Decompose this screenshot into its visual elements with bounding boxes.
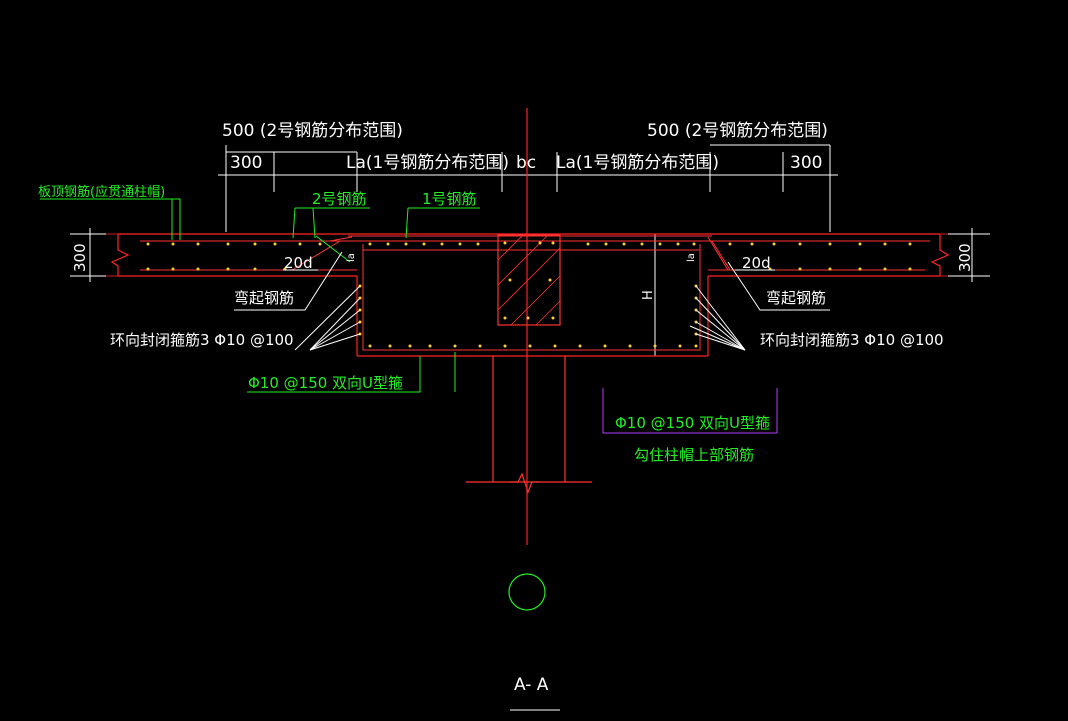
label-h: H xyxy=(641,290,656,300)
thickness-right: 300 xyxy=(956,243,974,272)
label-20d-left: 20d xyxy=(284,254,313,272)
dimension-lines xyxy=(70,144,990,711)
label-slab-top-rebar: 板顶钢筋(应贯通柱帽) xyxy=(38,184,165,200)
axis-bubble xyxy=(508,573,546,611)
dim-bc: bc xyxy=(516,153,536,173)
rebar-lines xyxy=(140,235,930,351)
dim-300-left: 300 xyxy=(230,153,262,173)
green-leaders xyxy=(40,198,480,393)
label-la-right: la xyxy=(686,253,697,262)
column-section xyxy=(497,234,561,326)
label-hook-note: 勾住柱帽上部钢筋 xyxy=(634,446,754,464)
section-title: A- A xyxy=(514,675,549,695)
column-below xyxy=(466,356,592,494)
white-leaders xyxy=(234,251,830,351)
slab-extension-lines xyxy=(106,233,948,277)
thickness-left: 300 xyxy=(71,243,89,272)
label-la-left: la xyxy=(346,253,357,262)
label-rebar-2: 2号钢筋 xyxy=(312,190,367,208)
label-bent-right: 弯起钢筋 xyxy=(766,289,826,307)
label-rebar-1: 1号钢筋 xyxy=(422,190,477,208)
u-stirrup-bracket xyxy=(602,388,778,434)
label-u-stirrup-right: Φ10 @150 双向U型箍 xyxy=(615,414,770,432)
label-hoop-left: 环向封闭箍筋3 Φ10 @100 xyxy=(110,331,294,349)
label-20d-right: 20d xyxy=(742,254,771,272)
dim-500-left: 500 (2号钢筋分布范围) xyxy=(222,121,403,141)
dim-500-right: 500 (2号钢筋分布范围) xyxy=(647,121,828,141)
dim-la-right: La(1号钢筋分布范围) xyxy=(556,153,719,173)
label-hoop-right: 环向封闭箍筋3 Φ10 @100 xyxy=(760,331,944,349)
label-bent-left: 弯起钢筋 xyxy=(234,289,294,307)
dim-la-left: La(1号钢筋分布范围) xyxy=(346,153,509,173)
label-u-stirrup-left: Φ10 @150 双向U型箍 xyxy=(248,374,403,392)
dim-300-right: 300 xyxy=(790,153,822,173)
